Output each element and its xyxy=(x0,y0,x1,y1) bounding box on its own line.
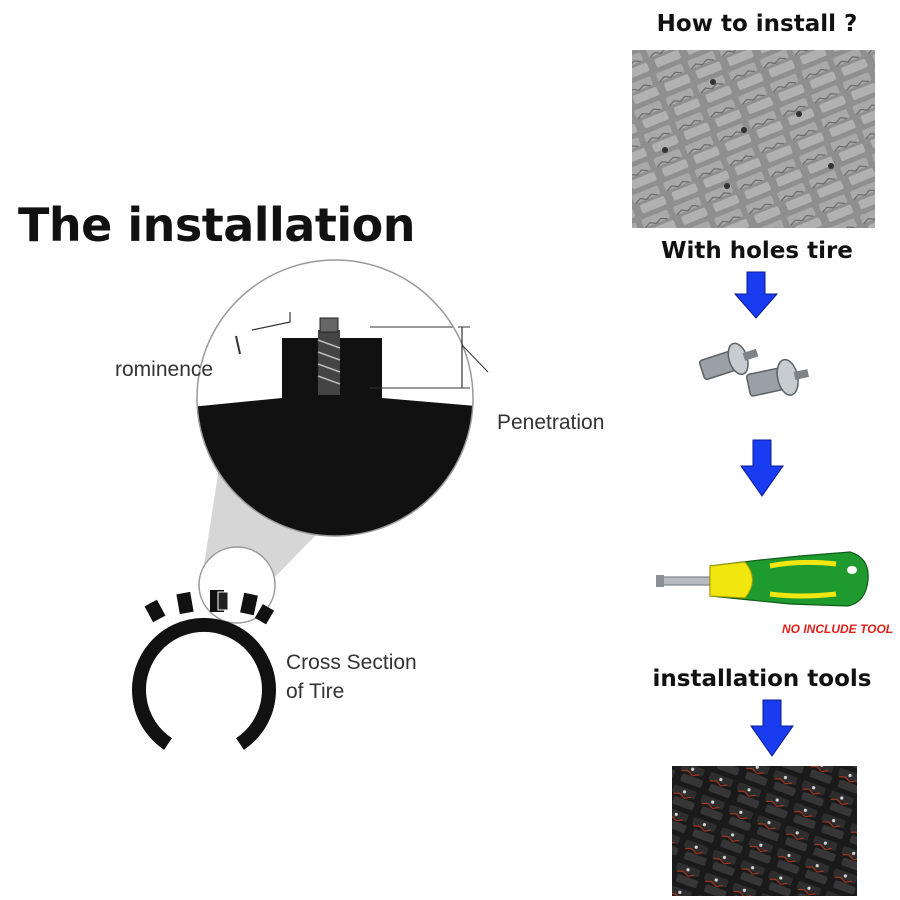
studded-tire-image xyxy=(672,766,857,896)
arrow-down-3 xyxy=(750,699,794,757)
main-title: The installation xyxy=(18,198,415,252)
no-include-tool-note: NO INCLUDE TOOL xyxy=(782,622,894,636)
cross-section-label-line1: Cross Section xyxy=(286,651,417,674)
tire-cross-section xyxy=(132,590,276,750)
how-to-install-heading: How to install ? xyxy=(656,11,858,37)
arrow-down-2 xyxy=(740,439,784,497)
arrow-down-1 xyxy=(733,271,779,319)
cross-section-label: Cross Section of Tire xyxy=(286,648,417,706)
installation-tool-image xyxy=(656,551,869,607)
with-holes-tire-label: With holes tire xyxy=(661,238,853,264)
tire-studs-image xyxy=(698,342,809,397)
cross-section-label-line2: of Tire xyxy=(286,680,345,703)
prominence-label: rominence xyxy=(115,358,214,381)
penetration-label: Penetration xyxy=(497,411,605,434)
installation-tools-label: installation tools xyxy=(652,666,872,692)
tire-with-holes-image xyxy=(632,50,875,228)
magnified-view xyxy=(196,259,489,537)
